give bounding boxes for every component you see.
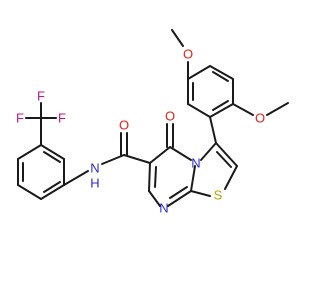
bond-c2-s <box>224 165 238 190</box>
bond-benz1-d <box>17 184 42 200</box>
bond-nh-c <box>101 154 125 165</box>
bond-benz2-inner2 <box>212 71 229 82</box>
bond-benz1-inner2 <box>43 181 61 193</box>
bonds <box>17 29 289 207</box>
bond-c8a-n8-inner <box>169 186 188 199</box>
bond-c3-c2-inner <box>216 151 232 168</box>
bond-c7-c6-inner <box>154 166 157 188</box>
atom-o-methoxy-upper: O <box>183 47 193 62</box>
bond-benz1-f <box>17 144 42 160</box>
molecule-canvas: F F F N H O O N N S O O <box>16 29 289 216</box>
atom-f-left: F <box>16 111 24 126</box>
bond-c3-aryl <box>209 116 217 144</box>
bond-o-ch3-lower <box>266 102 289 116</box>
bond-benz2-inner3 <box>212 100 229 111</box>
atom-n-amide: N <box>90 161 99 176</box>
molecule-structure: F F F N H O O N N S O O <box>16 29 289 216</box>
bond-benz2-d <box>209 65 234 80</box>
bond-n8-c7 <box>148 190 161 207</box>
bond-c5-n4 <box>169 146 192 161</box>
bond-amide-c6 <box>123 154 151 164</box>
atom-n-pyrimidine: N <box>159 201 168 216</box>
bond-benz2-c <box>187 65 211 80</box>
bond-c3-c2 <box>215 142 238 167</box>
bond-o-ch3-upper <box>171 29 184 47</box>
atom-o-methoxy-lower: O <box>255 111 265 126</box>
bond-ring-nh <box>63 170 89 186</box>
bond-n4-c3 <box>200 142 217 161</box>
bond-benz1-inner1 <box>43 151 61 163</box>
bond-c6-c5 <box>149 146 171 164</box>
bond-s-c8a <box>190 190 211 197</box>
bond-n4-c8a <box>190 165 196 192</box>
atom-n-bridgehead: N <box>191 156 200 171</box>
bond-benz1-c <box>40 184 65 200</box>
atom-labels: F F F N H O O N N S O O <box>16 47 265 216</box>
bond-ring-o-lower <box>232 103 254 116</box>
atom-f-right: F <box>58 111 66 126</box>
bond-benz1-a <box>40 144 65 160</box>
atom-o-amide: O <box>119 118 129 133</box>
bond-benz2-a <box>187 103 211 118</box>
atom-f-top: F <box>37 89 45 104</box>
bond-c8a-n8 <box>167 190 192 207</box>
atom-s-thiazole: S <box>214 188 223 203</box>
atom-h-amide: H <box>90 176 99 191</box>
bond-benz2-f <box>209 103 234 118</box>
atom-o-keto: O <box>165 109 175 124</box>
bond-c7-c6 <box>148 162 151 192</box>
